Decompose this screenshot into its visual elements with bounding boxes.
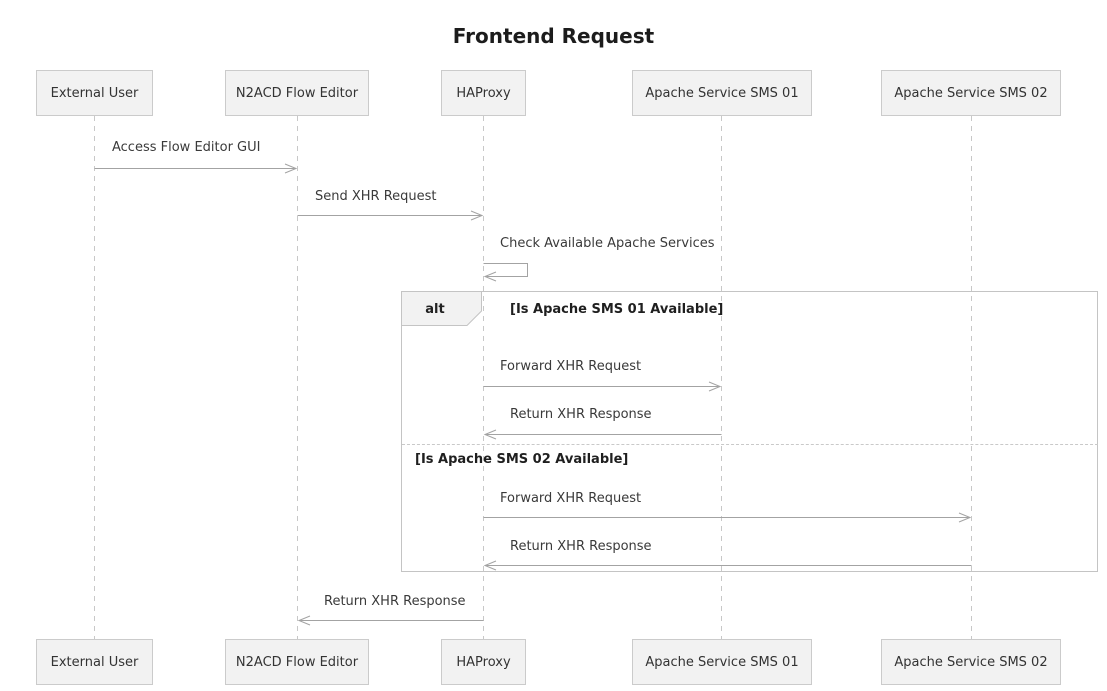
participant-bottom-apache-sms-02: Apache Service SMS 02	[881, 639, 1061, 685]
alt-guard-1: [Is Apache SMS 01 Available]	[510, 302, 724, 317]
participant-bottom-haproxy: HAProxy	[441, 639, 526, 685]
message-label-return-xhr-response-sms02: Return XHR Response	[510, 539, 652, 554]
message-label-return-xhr-response-final: Return XHR Response	[324, 594, 466, 609]
message-label-forward-xhr-request-sms02: Forward XHR Request	[500, 491, 642, 506]
message-label-access-flow-editor-gui: Access Flow Editor GUI	[112, 140, 261, 155]
message-arrow-send-xhr-request	[297, 210, 484, 221]
diagram-title: Frontend Request	[452, 24, 655, 48]
alt-frame	[401, 291, 1098, 572]
participant-top-n2acd-flow-editor: N2ACD Flow Editor	[225, 70, 369, 116]
participant-bottom-external-user: External User	[36, 639, 153, 685]
message-label-forward-xhr-request-sms01: Forward XHR Request	[500, 359, 642, 374]
alt-divider	[402, 444, 1098, 445]
participant-bottom-apache-sms-01: Apache Service SMS 01	[632, 639, 812, 685]
alt-operator-label: alt	[425, 302, 445, 317]
message-label-return-xhr-response-sms01: Return XHR Response	[510, 407, 652, 422]
participant-top-apache-sms-01: Apache Service SMS 01	[632, 70, 812, 116]
message-arrow-check-available-apache-services-self	[483, 263, 528, 282]
participant-bottom-n2acd-flow-editor: N2ACD Flow Editor	[225, 639, 369, 685]
participant-top-external-user: External User	[36, 70, 153, 116]
message-label-send-xhr-request: Send XHR Request	[315, 189, 437, 204]
message-arrow-return-xhr-response-final	[297, 615, 484, 626]
alt-guard-2: [Is Apache SMS 02 Available]	[415, 452, 629, 467]
message-label-check-available-apache-services: Check Available Apache Services	[500, 236, 715, 251]
participant-top-apache-sms-02: Apache Service SMS 02	[881, 70, 1061, 116]
participant-top-haproxy: HAProxy	[441, 70, 526, 116]
message-arrow-access-flow-editor-gui	[94, 163, 298, 174]
